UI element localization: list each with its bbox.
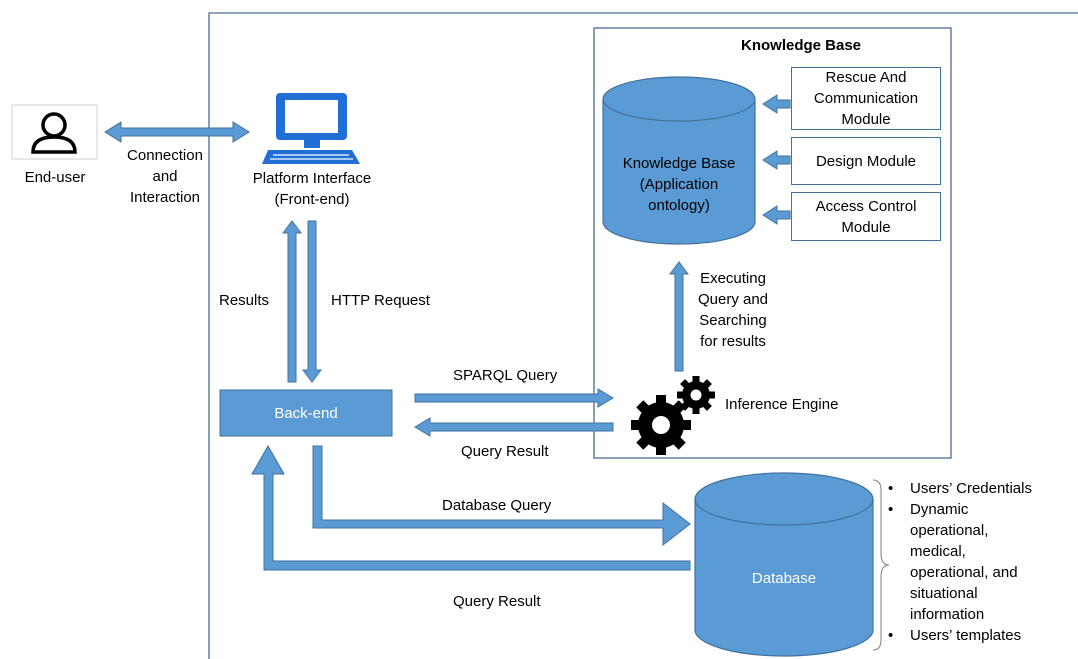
executing-line: Searching — [699, 312, 767, 329]
module-arrow-design — [762, 150, 791, 170]
executing-query-arrow — [669, 261, 689, 372]
list-item: Users’ Credentials — [884, 478, 1074, 499]
list-item: Users’ templates — [884, 625, 1074, 646]
query-result-arrow — [414, 417, 614, 437]
database-query-label: Database Query — [442, 497, 552, 514]
database-contents-list: Users’ Credentials Dynamic operational, … — [884, 478, 1074, 646]
connection-arrow — [104, 121, 250, 143]
connection-label-line: and — [152, 168, 178, 185]
query-result-bottom-label: Query Result — [453, 593, 541, 610]
knowledge-base-cylinder — [602, 76, 756, 245]
database-query-arrow — [312, 445, 691, 547]
knowledge-base-title: Knowledge Base — [741, 37, 862, 54]
design-module: Design Module — [791, 137, 941, 185]
platform-boundary — [208, 12, 1078, 659]
platform-label-line: (Front-end) — [274, 191, 350, 208]
bullet-line: situational — [910, 585, 978, 602]
module-label-line: Design Module — [815, 152, 917, 170]
module-label-line: Module — [841, 111, 891, 128]
results-arrow — [282, 220, 302, 383]
kb-cylinder-line: ontology) — [648, 197, 710, 214]
module-label-line: Access Control — [815, 197, 917, 215]
database-cylinder — [694, 472, 874, 657]
backend-label: Back-end — [274, 405, 338, 422]
module-label-line: Module — [841, 218, 891, 236]
bullet-line: Dynamic — [910, 501, 969, 518]
platform-label-line: Platform Interface — [252, 170, 372, 187]
kb-cylinder-line: Knowledge Base — [622, 155, 736, 172]
inference-engine-label: Inference Engine — [725, 396, 839, 413]
connection-label-line: Connection — [127, 147, 203, 164]
bullet-line: information — [910, 606, 985, 623]
query-result-label: Query Result — [461, 443, 549, 460]
knowledge-base-cylinder-label: Knowledge Base (Application ontology) — [603, 153, 755, 216]
module-arrow-access — [762, 205, 791, 225]
sparql-query-label: SPARQL Query — [453, 367, 558, 384]
rescue-communication-module: Rescue And Communication Module — [791, 67, 941, 130]
platform-interface-label: Platform Interface (Front-end) — [236, 168, 388, 210]
executing-query-label: Executing Query and Searching for result… — [688, 268, 778, 352]
bullet-line: medical, — [910, 543, 966, 560]
connection-label-line: Interaction — [129, 189, 201, 206]
computer-icon — [262, 93, 360, 164]
user-icon — [31, 112, 77, 154]
query-result-bottom-arrow — [251, 444, 691, 571]
bullet-line: Users’ templates — [910, 627, 1022, 644]
list-item: Dynamic operational, medical, operationa… — [884, 499, 1074, 625]
executing-line: Query and — [697, 291, 769, 308]
module-label-line: Rescue And — [825, 69, 907, 86]
executing-line: for results — [700, 333, 766, 350]
kb-cylinder-line: (Application — [639, 176, 719, 193]
backend-box — [219, 389, 393, 437]
connection-label: Connection and Interaction — [110, 145, 220, 208]
knowledge-base-container — [593, 27, 952, 459]
module-label-line: Communication — [813, 90, 919, 107]
end-user-label: End-user — [24, 169, 86, 186]
bullet-line: Users’ Credentials — [910, 480, 1032, 497]
database-label: Database — [751, 570, 817, 587]
http-request-arrow — [302, 220, 322, 383]
module-arrow-rescue — [762, 94, 791, 114]
bullet-line: operational, and — [910, 564, 1018, 581]
gears-icon — [631, 376, 715, 455]
results-label: Results — [219, 292, 270, 309]
sparql-query-arrow — [414, 388, 614, 408]
executing-line: Executing — [700, 270, 766, 287]
bullet-line: operational, — [910, 522, 989, 539]
access-control-module: Access Control Module — [791, 192, 941, 241]
http-request-label: HTTP Request — [331, 292, 430, 309]
